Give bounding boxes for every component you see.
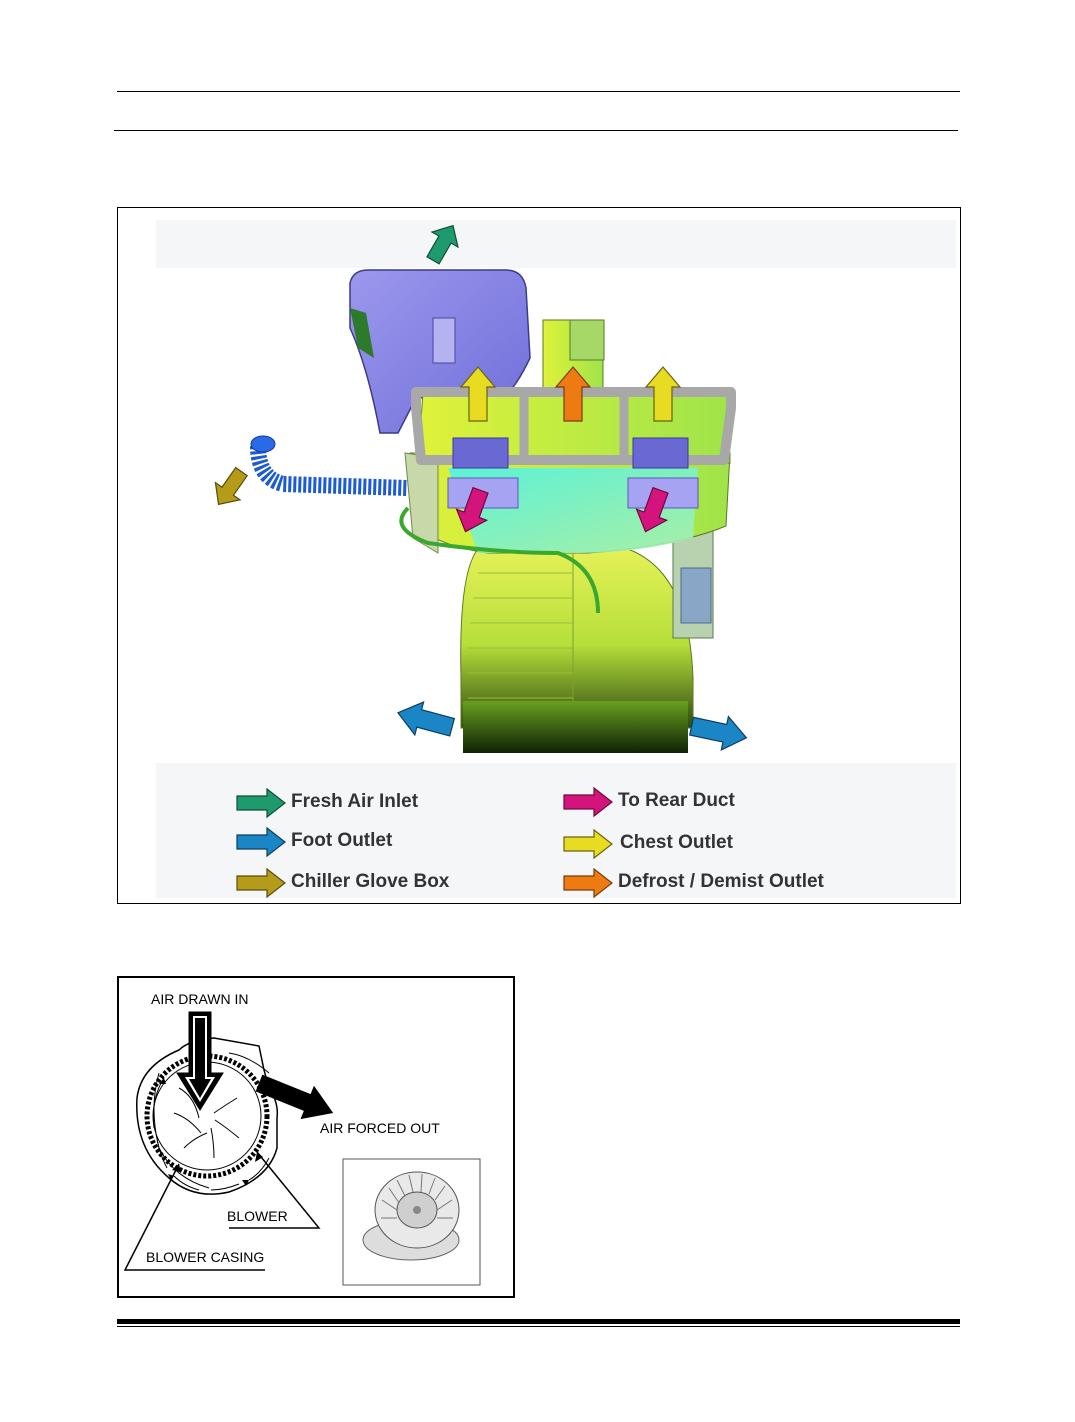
foot-outlet-arrow-right bbox=[689, 715, 748, 751]
legend-arrow-rear-duct bbox=[563, 786, 613, 818]
chest-outlet-arrow-right bbox=[644, 366, 682, 422]
legend-arrow-fresh-air bbox=[236, 787, 286, 819]
footer-rule-thin bbox=[117, 1326, 960, 1327]
blower-diagram-illustration bbox=[123, 1011, 481, 1286]
hvac-airflow-figure: Fresh Air Inlet Foot Outlet Chiller Glov… bbox=[117, 207, 961, 904]
rear-duct-arrow-left bbox=[455, 486, 489, 533]
legend-arrow-chest-outlet bbox=[563, 828, 613, 860]
legend-arrow-chiller bbox=[236, 867, 286, 899]
blower-diagram-figure: AIR DRAWN IN AIR FORCED OUT BLOWER BLOWE… bbox=[117, 976, 515, 1298]
legend-arrow-foot-outlet bbox=[236, 826, 286, 858]
legend-fresh-air-inlet: Fresh Air Inlet bbox=[291, 791, 419, 812]
chest-outlet-arrow-left bbox=[459, 366, 497, 422]
chiller-glove-box-arrow bbox=[214, 466, 249, 506]
chiller-hose bbox=[250, 445, 409, 496]
air-forced-out-arrow bbox=[255, 1074, 334, 1120]
foot-outlet-arrow-left bbox=[397, 701, 456, 737]
legend-arrow-defrost bbox=[563, 867, 613, 899]
fresh-air-inlet-arrow bbox=[426, 224, 459, 265]
footer-rule-thick bbox=[117, 1319, 960, 1324]
drain-tube bbox=[399, 506, 600, 614]
blower-casing-label: BLOWER CASING bbox=[146, 1249, 265, 1265]
rear-duct-arrow-right bbox=[635, 486, 669, 533]
blower-casing-outline bbox=[136, 1037, 279, 1195]
air-drawn-in-label: AIR DRAWN IN bbox=[151, 991, 249, 1007]
blower-photo-illustration bbox=[362, 1171, 460, 1261]
header-rule-bottom bbox=[114, 130, 958, 131]
blower-label: BLOWER bbox=[227, 1208, 288, 1224]
legend-defrost-demist-outlet: Defrost / Demist Outlet bbox=[618, 871, 824, 892]
header-rule-top bbox=[117, 91, 960, 92]
legend-chest-outlet: Chest Outlet bbox=[620, 832, 733, 853]
defrost-outlet-arrow bbox=[554, 366, 592, 422]
legend-chiller-glove-box: Chiller Glove Box bbox=[291, 871, 450, 892]
blower-housing bbox=[460, 542, 694, 753]
air-forced-out-label: AIR FORCED OUT bbox=[320, 1120, 440, 1136]
legend-to-rear-duct: To Rear Duct bbox=[618, 790, 735, 811]
outlet-manifold bbox=[411, 387, 736, 509]
legend-foot-outlet: Foot Outlet bbox=[291, 830, 393, 851]
hvac-module-illustration bbox=[156, 220, 956, 899]
